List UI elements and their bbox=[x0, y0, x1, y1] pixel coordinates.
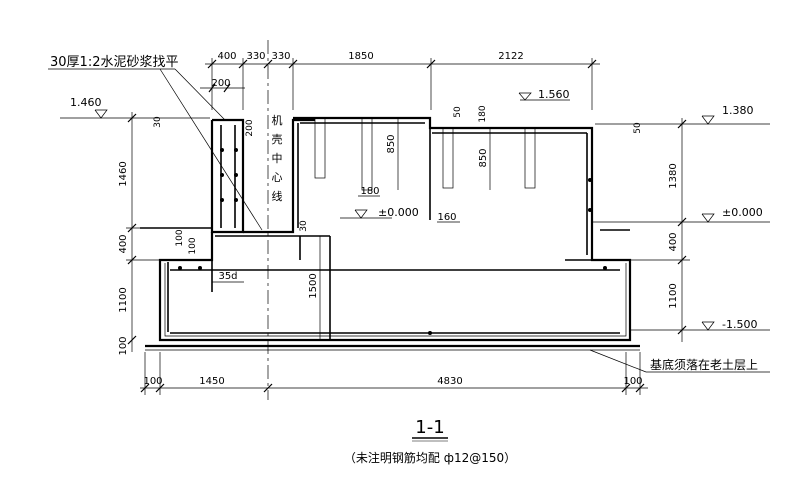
svg-text:1850: 1850 bbox=[348, 51, 373, 62]
svg-text:30: 30 bbox=[299, 220, 309, 232]
svg-text:330: 330 bbox=[271, 51, 290, 62]
svg-text:850: 850 bbox=[478, 148, 489, 167]
section-note: （未注明钢筋均配 ф12@150） bbox=[344, 450, 516, 465]
bottom-dimension-chain: 100 1450 4830 100 bbox=[140, 352, 648, 395]
svg-text:180: 180 bbox=[478, 105, 488, 122]
svg-text:基底须落在老土层上: 基底须落在老土层上 bbox=[650, 357, 758, 372]
svg-text:400: 400 bbox=[217, 51, 236, 62]
svg-text:壳: 壳 bbox=[272, 132, 283, 146]
svg-text:100: 100 bbox=[118, 336, 129, 355]
svg-text:±0.000: ±0.000 bbox=[722, 206, 763, 219]
centerline-label: 机 壳 中 心 线 bbox=[272, 113, 283, 203]
section-title: 1-1 bbox=[415, 417, 444, 438]
left-dimension-chain: 1460 400 1100 100 bbox=[118, 112, 212, 356]
svg-text:330: 330 bbox=[246, 51, 265, 62]
svg-text:50: 50 bbox=[453, 106, 463, 118]
svg-text:100: 100 bbox=[143, 376, 162, 387]
svg-text:2122: 2122 bbox=[498, 51, 523, 62]
svg-text:1460: 1460 bbox=[118, 161, 129, 186]
section-title-block: 1-1 （未注明钢筋均配 ф12@150） bbox=[344, 417, 516, 465]
mortar-note: 30厚1:2水泥砂浆找平 bbox=[48, 55, 263, 231]
svg-text:100: 100 bbox=[623, 376, 642, 387]
rebar-lines bbox=[140, 117, 630, 340]
svg-text:4830: 4830 bbox=[437, 376, 462, 387]
svg-text:心: 心 bbox=[272, 171, 283, 184]
svg-text:1100: 1100 bbox=[118, 287, 129, 312]
svg-text:中: 中 bbox=[272, 152, 283, 165]
svg-text:100: 100 bbox=[175, 229, 185, 246]
svg-text:线: 线 bbox=[272, 189, 283, 203]
svg-text:1.380: 1.380 bbox=[722, 104, 754, 117]
svg-text:100: 100 bbox=[188, 237, 198, 254]
base-note: 基底须落在老土层上 bbox=[589, 349, 770, 373]
svg-text:200: 200 bbox=[211, 78, 230, 89]
svg-text:400: 400 bbox=[668, 232, 679, 251]
svg-text:1.460: 1.460 bbox=[70, 96, 102, 109]
svg-text:160: 160 bbox=[437, 212, 456, 223]
svg-text:200: 200 bbox=[245, 119, 255, 136]
svg-text:-1.500: -1.500 bbox=[722, 318, 757, 331]
svg-text:1380: 1380 bbox=[668, 163, 679, 188]
top-dimension-chain: 400 330 330 1850 2122 200 bbox=[200, 51, 600, 110]
svg-text:400: 400 bbox=[118, 234, 129, 253]
svg-text:50: 50 bbox=[633, 122, 643, 134]
svg-text:1450: 1450 bbox=[199, 376, 224, 387]
svg-text:1.560: 1.560 bbox=[538, 88, 570, 101]
svg-text:机: 机 bbox=[272, 113, 283, 127]
svg-text:±0.000: ±0.000 bbox=[378, 206, 419, 219]
interior-dimensions: 200 30 50 50 180 850 850 180 160 30 100 … bbox=[153, 105, 643, 340]
svg-text:35d: 35d bbox=[218, 271, 237, 282]
right-dimension-chain: 1380 400 1100 bbox=[630, 118, 690, 342]
svg-text:30: 30 bbox=[153, 116, 163, 128]
svg-text:1500: 1500 bbox=[308, 273, 319, 298]
svg-text:180: 180 bbox=[360, 186, 379, 197]
svg-text:30厚1:2水泥砂浆找平: 30厚1:2水泥砂浆找平 bbox=[50, 55, 178, 70]
svg-text:850: 850 bbox=[386, 134, 397, 153]
elevation-marks: 1.460 1.560 1.380 ±0.000 ±0.000 -1.500 bbox=[60, 88, 770, 331]
svg-text:1100: 1100 bbox=[668, 283, 679, 308]
